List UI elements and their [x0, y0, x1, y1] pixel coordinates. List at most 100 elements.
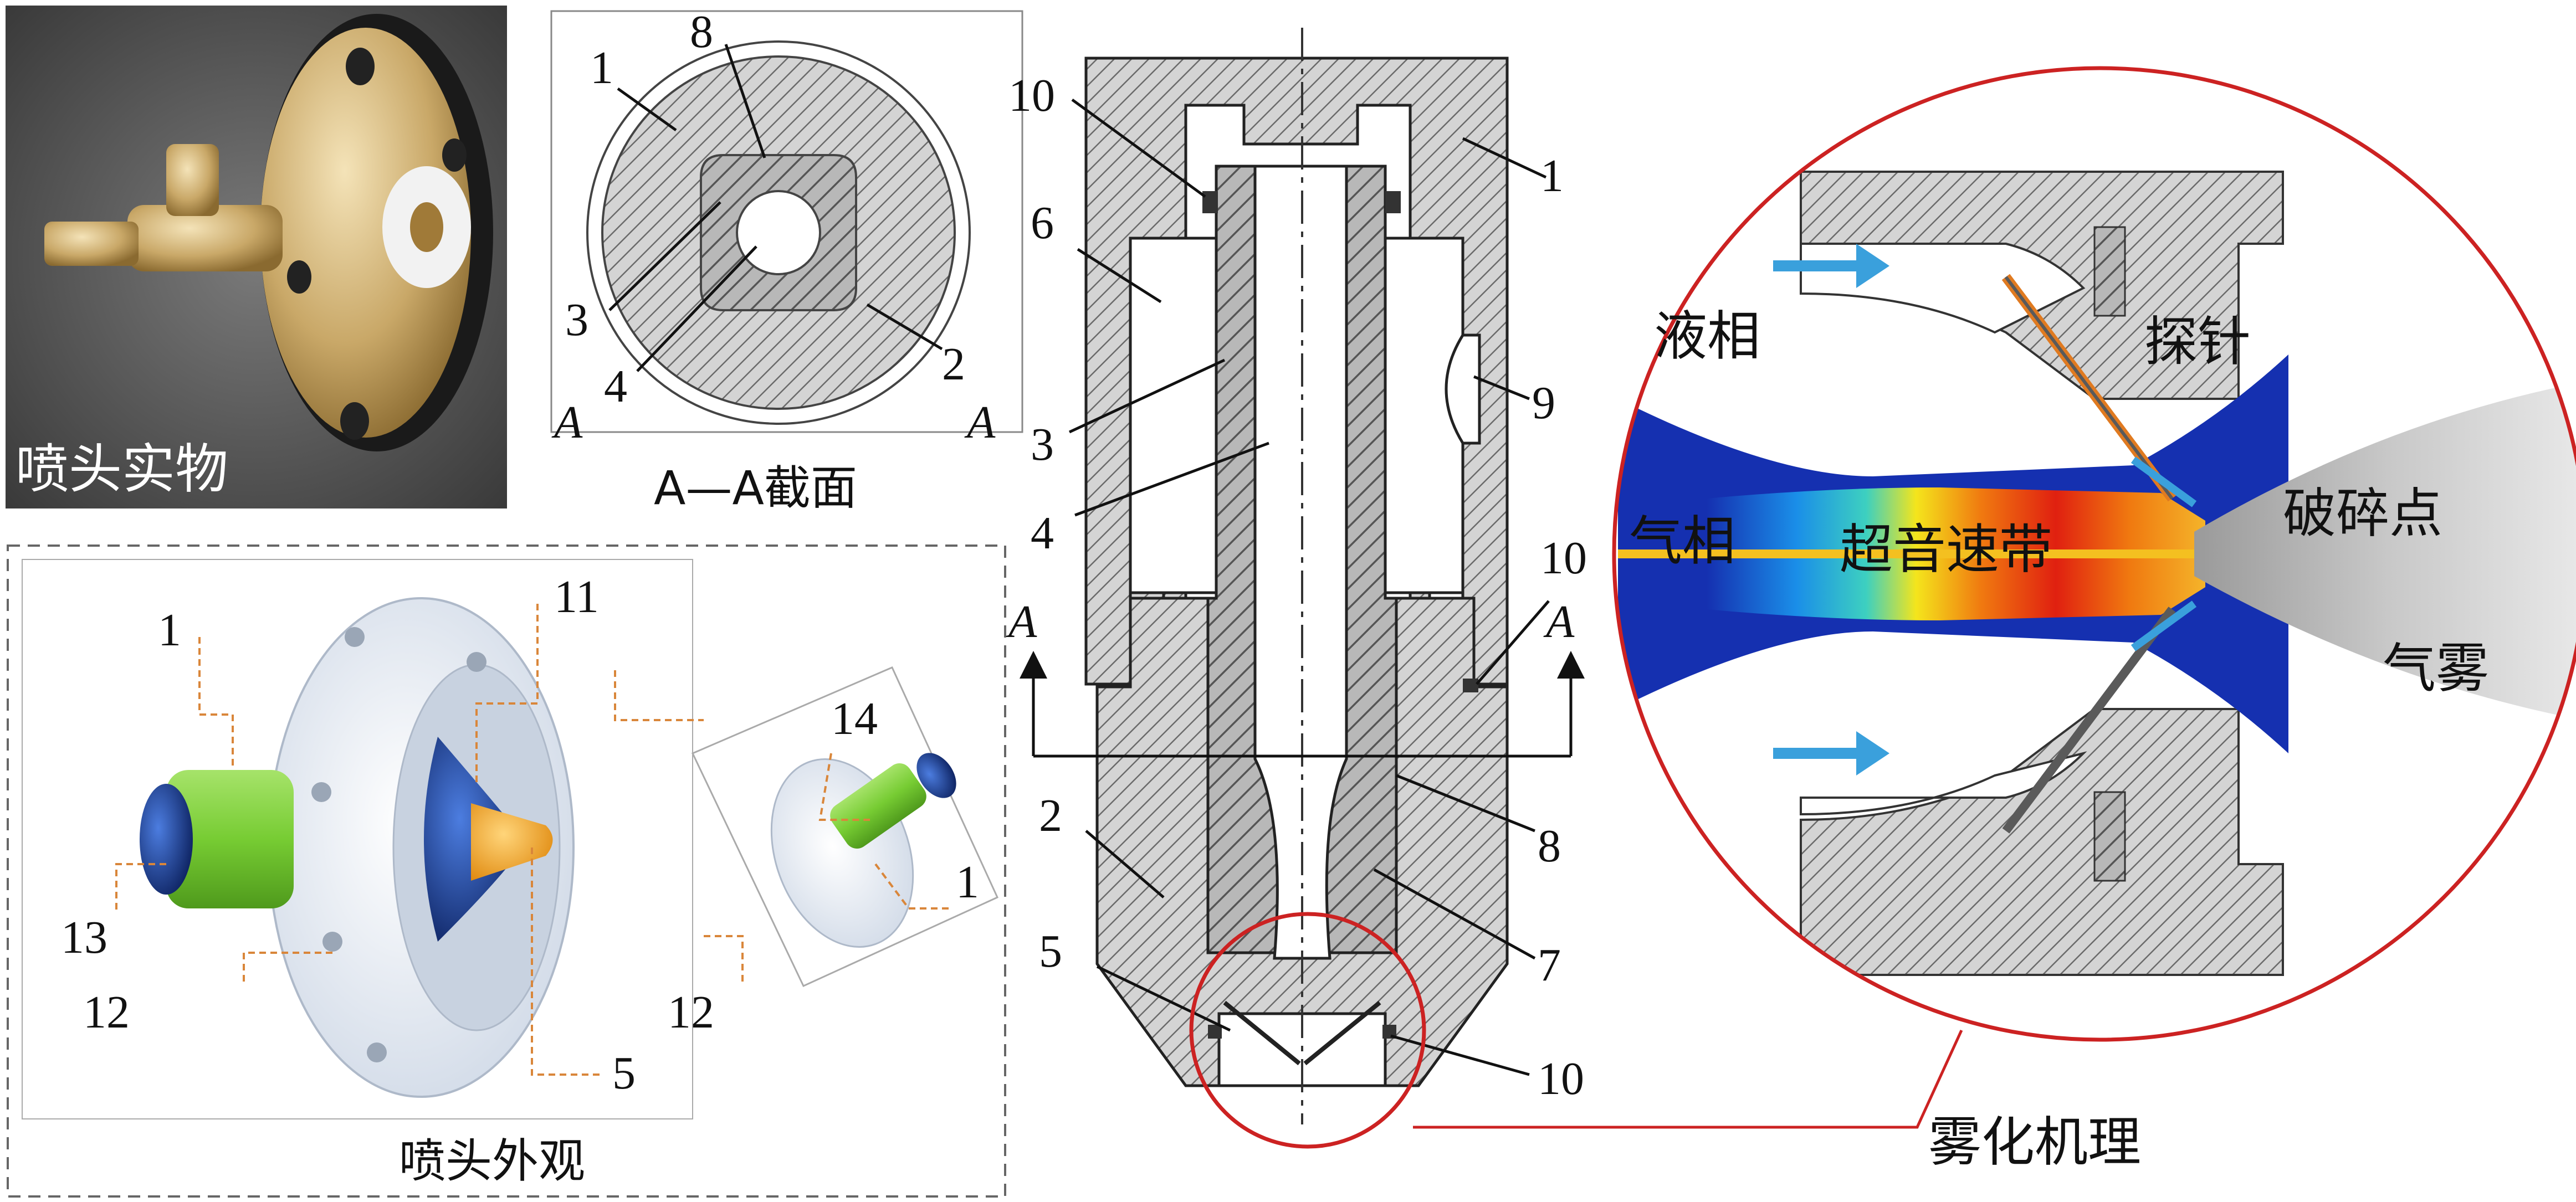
leader: [1085, 830, 1165, 898]
flange-brass: [260, 28, 471, 438]
flow-arrow: [2131, 456, 2197, 507]
gas-channel: [1223, 1000, 1301, 1066]
liquid-phase-label: 液相: [1654, 305, 1760, 367]
appearance-caption: 喷头外观: [399, 1134, 585, 1188]
leader: [866, 303, 943, 351]
section-corner-a: A: [964, 397, 996, 448]
leader: [1396, 774, 1535, 833]
gas-phase-label: 气相: [1629, 510, 1735, 572]
flow-arrow: [1773, 244, 1889, 288]
mechanism-caption: 雾化机理: [1928, 1111, 2141, 1173]
appearance-label: 5: [612, 1047, 636, 1099]
detail-ring-small: [1189, 912, 1426, 1149]
section-label: 4: [604, 361, 627, 412]
leader: [617, 87, 677, 132]
bolt-hole: [442, 138, 467, 172]
nozzle-label: 10: [1538, 1053, 1584, 1105]
bolt-hole: [467, 652, 486, 672]
section-label: 8: [690, 6, 713, 58]
nozzle-label: 10: [1008, 70, 1055, 121]
leader: [704, 935, 744, 986]
bolt-hole: [322, 932, 342, 952]
blue-end-cap: [140, 784, 193, 895]
leader: [1390, 1034, 1530, 1076]
nozzle-label: 1: [1540, 150, 1564, 202]
leader: [724, 44, 766, 158]
flow-arrow: [2131, 600, 2197, 651]
leader: [115, 863, 166, 914]
leader: [874, 863, 953, 910]
appearance-label: 11: [554, 571, 599, 623]
appearance-label: 13: [61, 912, 107, 963]
spray-plume: [2194, 382, 2576, 720]
seal-ring: [1202, 191, 1218, 213]
leader: [636, 245, 757, 372]
nozzle-label: 6: [1031, 197, 1054, 249]
flow-arrow: [1773, 731, 1889, 775]
seal-ring: [1208, 1025, 1222, 1039]
leader: [614, 670, 704, 721]
lower-body: [1800, 708, 2284, 976]
nozzle-label: 10: [1540, 532, 1587, 584]
supersonic-band-label: 超音速带: [1840, 518, 2052, 581]
leader: [1071, 98, 1206, 198]
nozzle-label: 4: [1031, 507, 1054, 559]
bolt-hole: [345, 627, 365, 647]
appearance-label: 12: [83, 987, 130, 1038]
section-label: 3: [565, 294, 588, 346]
bolt-hole: [340, 402, 369, 440]
probe-label: 探针: [2144, 311, 2251, 373]
body-brass: [127, 205, 283, 271]
leader: [1462, 137, 1547, 179]
leader: [1096, 965, 1231, 1032]
leader: [243, 952, 332, 986]
mist-label: 气雾: [2383, 638, 2489, 700]
zoom-ring: [1612, 66, 2576, 1042]
side-port: [1445, 333, 1481, 445]
section-label: 1: [590, 42, 613, 94]
seal-ring: [2093, 226, 2126, 317]
mechanism-zoom: [1612, 66, 2576, 1042]
seal-ring: [1385, 191, 1401, 213]
small-green-housing: [830, 763, 926, 849]
leader: [1074, 441, 1269, 517]
section-label: 2: [942, 338, 965, 390]
leader: [531, 847, 604, 1076]
appearance-label: 12: [668, 987, 714, 1038]
bolt-hole: [311, 782, 331, 802]
cavity-left: [1129, 237, 1218, 594]
leader: [475, 604, 539, 787]
appearance-view: [7, 545, 1006, 1198]
orange-tip: [471, 803, 553, 881]
inlet-fitting: [44, 222, 139, 266]
appearance-label: 14: [831, 693, 878, 744]
product-photo: [6, 6, 507, 508]
leader: [198, 637, 234, 770]
leader: [1473, 375, 1530, 400]
nozzle-label: 2: [1039, 790, 1062, 841]
center-bore: [736, 190, 821, 275]
zoom-connector: [1413, 1029, 1963, 1129]
nozzle-label: 9: [1532, 377, 1555, 429]
probe-lower: [2002, 607, 2176, 834]
leader: [1077, 248, 1162, 304]
section-caption: A—A截面: [654, 461, 857, 515]
side-fitting: [166, 144, 219, 216]
appearance-label: 1: [158, 604, 181, 656]
appearance-dashed-frame: [7, 545, 1006, 1198]
nozzle-orifice: [410, 202, 443, 252]
leader: [1476, 600, 1550, 685]
leader: [1068, 358, 1226, 434]
appearance-label: 1: [956, 856, 979, 908]
gas-channel: [1303, 1000, 1381, 1066]
nozzle-label: 5: [1039, 926, 1062, 977]
breakup-point-label: 破碎点: [2283, 482, 2442, 545]
bolt-hole: [346, 48, 375, 85]
probe-upper-core: [2004, 276, 2174, 500]
leader: [818, 753, 870, 821]
photo-caption: 喷头实物: [16, 438, 228, 500]
nozzle-label: 7: [1538, 939, 1561, 991]
section-corner-a: A: [551, 397, 583, 448]
nozzle-label: 3: [1031, 419, 1054, 470]
